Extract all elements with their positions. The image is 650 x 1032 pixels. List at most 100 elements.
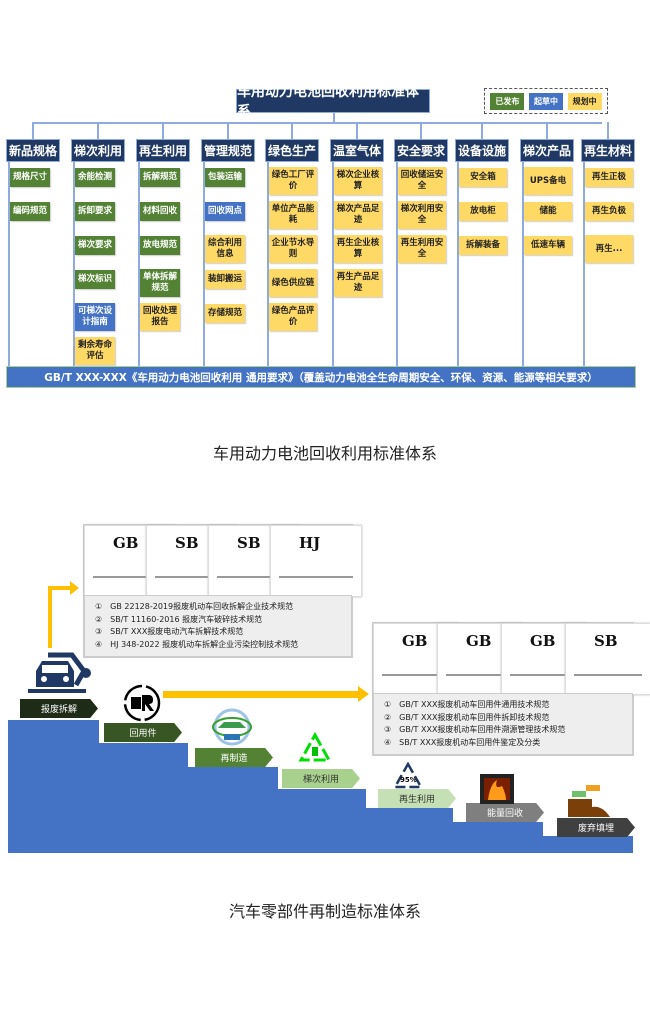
legend-published: 已发布 xyxy=(490,92,525,110)
standard-document-cover: SB xyxy=(565,623,650,695)
column-line xyxy=(457,162,459,366)
step-arrow-label: 报废拆解 xyxy=(20,699,98,718)
standard-document-cover: HJ xyxy=(270,525,362,597)
standard-item: 梯次企业核算 xyxy=(334,167,382,195)
standard-list-item: ① GB/T XXX报废机动车回用件通用技术规范 xyxy=(384,700,550,709)
document-title-line xyxy=(574,674,642,676)
document-code: SB xyxy=(594,632,618,650)
standard-item: 单位产品能耗 xyxy=(269,201,317,229)
document-title-line xyxy=(217,576,291,578)
legend-drafting: 起草中 xyxy=(528,92,563,110)
recycle-95-icon: 95% xyxy=(393,762,423,789)
document-title-line xyxy=(510,674,578,676)
legend: 已发布 起草中 规划中 xyxy=(484,88,608,114)
document-code: GB xyxy=(466,632,492,650)
column-line xyxy=(8,162,10,366)
connector xyxy=(227,122,229,140)
standard-item: 综合利用信息 xyxy=(205,235,245,263)
standard-item: 梯次产品足迹 xyxy=(334,201,382,229)
standard-item: 存储规范 xyxy=(205,304,245,323)
step-arrow-label: 再生利用 xyxy=(378,789,456,808)
yellow-arrow xyxy=(48,588,52,648)
connector xyxy=(32,122,34,140)
connector xyxy=(162,122,164,140)
landfill-truck-icon xyxy=(568,785,610,817)
column-header-4: 管理规范 xyxy=(201,139,255,162)
standard-list-item: ④ SB/T XXX报废机动车回用件鉴定及分类 xyxy=(384,737,541,747)
document-title-line xyxy=(93,576,167,578)
standard-item: 再生正极 xyxy=(585,168,633,187)
yellow-arrow xyxy=(163,691,360,698)
standard-item: 剩余寿命评估 xyxy=(75,337,115,365)
document-code: SB xyxy=(175,534,199,552)
standard-item: 绿色工厂评价 xyxy=(269,167,317,195)
step-block xyxy=(8,720,99,853)
standard-item: 绿色产品评价 xyxy=(269,303,317,331)
general-requirements-bar: GB/T XXX-XXX《车用动力电池回收利用 通用要求》（覆盖动力电池全生命周… xyxy=(6,366,636,388)
standard-item: 企业节水导则 xyxy=(269,235,317,263)
standard-item: 拆解装备 xyxy=(459,236,507,255)
fire-energy-icon xyxy=(480,774,514,804)
standard-item: UPS备电 xyxy=(524,167,572,195)
standard-item: 梯次利用安全 xyxy=(398,201,446,229)
connector xyxy=(546,122,548,140)
standard-item: 储能 xyxy=(524,202,572,221)
standard-item: 规格尺寸 xyxy=(10,168,50,187)
standard-item: 安全箱 xyxy=(459,168,507,187)
connector xyxy=(291,122,293,140)
column-line xyxy=(138,162,140,366)
column-header-9: 梯次产品 xyxy=(520,139,574,162)
column-header-7: 安全要求 xyxy=(394,139,448,162)
column-line xyxy=(396,162,398,366)
car-dismantling-robot-icon xyxy=(28,652,91,693)
column-header-2: 梯次利用 xyxy=(71,139,125,162)
step-block xyxy=(452,822,543,853)
column-header-3: 再生利用 xyxy=(136,139,190,162)
connector xyxy=(333,113,335,123)
standard-item: 拆解规范 xyxy=(140,168,180,187)
step-arrow-label: 再制造 xyxy=(195,748,273,767)
standard-item: 材料回收 xyxy=(140,202,180,221)
arrow-head-icon xyxy=(70,581,79,595)
step-block xyxy=(98,743,188,853)
standard-item: 余能检测 xyxy=(75,168,115,187)
standard-item: 回收处理报告 xyxy=(140,303,180,331)
standard-list-item: ③ GB/T XXX报废机动车回用件溯源管理技术规范 xyxy=(384,725,566,734)
document-code: HJ xyxy=(299,534,321,552)
document-code: GB xyxy=(113,534,139,552)
column-header-1: 新品规格 xyxy=(6,139,60,162)
standard-list-item: ① GB 22128-2019报废机动车回收拆解企业技术规范 xyxy=(95,602,294,611)
column-line xyxy=(522,162,524,366)
step-arrow-label: 废弃填埋 xyxy=(557,818,635,837)
recycle-percent: 95% xyxy=(400,776,417,784)
column-header-5: 绿色生产 xyxy=(265,139,319,162)
standard-item: 单体拆解规范 xyxy=(140,269,180,297)
document-title-line xyxy=(446,674,514,676)
column-line xyxy=(583,162,585,366)
standard-item: 再生企业核算 xyxy=(334,235,382,263)
document-code: GB xyxy=(402,632,428,650)
connector xyxy=(356,122,358,140)
column-header-8: 设备设施 xyxy=(455,139,509,162)
standard-list-item: ③ SB/T XXX报废电动汽车拆解技术规范 xyxy=(95,627,244,636)
standard-item: 梯次要求 xyxy=(75,236,115,255)
step-arrow-label: 能量回收 xyxy=(466,803,544,822)
document-code: SB xyxy=(237,534,261,552)
diagram-title: 车用动力电池回收利用标准体系 xyxy=(236,84,430,120)
standard-item: 编码规范 xyxy=(10,202,50,221)
standard-item: 梯次标识 xyxy=(75,270,115,289)
standard-item: 包装运输 xyxy=(205,168,245,187)
document-title-line xyxy=(155,576,229,578)
caption-remanufacturing: 汽车零部件再制造标准体系 xyxy=(228,902,421,921)
standard-item: 再生利用安全 xyxy=(398,235,446,263)
column-line xyxy=(267,162,269,366)
step-arrow-label: 回用件 xyxy=(104,723,182,742)
standard-item: 拆卸要求 xyxy=(75,202,115,221)
column-line xyxy=(332,162,334,366)
column-line xyxy=(73,162,75,366)
standard-list-item: ④ HJ 348-2022 报废机动车拆解企业污染控制技术规范 xyxy=(95,639,299,649)
document-code: GB xyxy=(530,632,556,650)
